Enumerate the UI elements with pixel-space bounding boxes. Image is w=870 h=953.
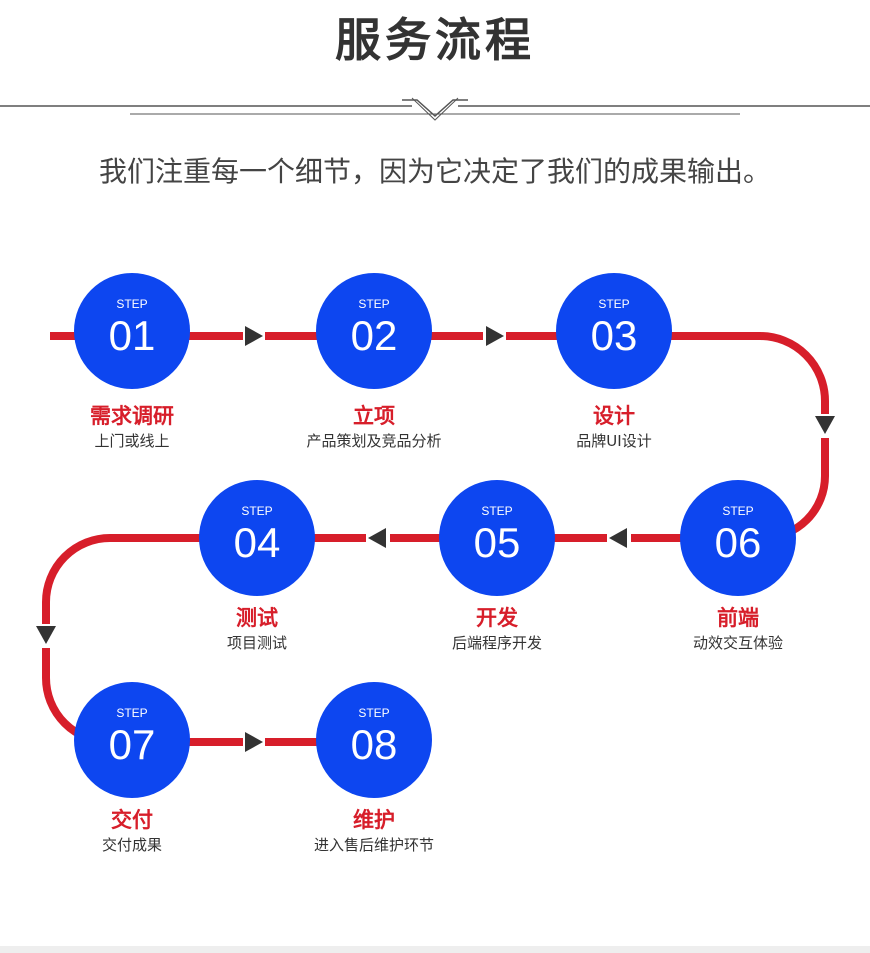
step-number: 04 [233,519,281,566]
arrow-right-icon [245,326,263,346]
step-03-circle: STEP 03 [556,273,672,389]
step-05-caption: 开发 后端程序开发 [397,604,597,654]
arrow-left-icon [609,528,627,548]
step-desc: 产品策划及竞品分析 [306,432,442,450]
step-08-circle: STEP 08 [316,682,432,798]
arrow-down-icon [815,416,835,434]
arrow-right-icon [245,732,263,752]
step-desc: 交付成果 [101,836,162,854]
step-name: 开发 [476,606,518,630]
page-subtitle: 我们注重每一个细节，因为它决定了我们的成果输出。 [98,155,771,188]
step-number: 06 [714,519,762,566]
step-number: 05 [473,519,521,566]
step-name: 交付 [111,808,153,832]
step-label: STEP [722,504,754,518]
step-02-caption: 立项 产品策划及竞品分析 [274,402,474,452]
step-06-caption: 前端 动效交互体验 [638,604,838,654]
step-number: 01 [108,312,156,359]
step-label: STEP [116,706,148,720]
step-desc: 后端程序开发 [451,634,542,652]
step-number: 08 [350,721,398,768]
step-name: 立项 [353,404,395,428]
step-01-circle: STEP 01 [74,273,190,389]
step-desc: 进入售后维护环节 [313,836,434,854]
step-07-circle: STEP 07 [74,682,190,798]
step-label: STEP [241,504,273,518]
step-label: STEP [598,297,630,311]
step-number: 02 [350,312,398,359]
step-desc: 项目测试 [226,634,287,652]
step-number: 07 [108,721,156,768]
step-03-caption: 设计 品牌UI设计 [514,402,714,452]
step-label: STEP [358,297,390,311]
step-label: STEP [116,297,148,311]
step-name: 测试 [236,606,278,630]
step-01-caption: 需求调研 上门或线上 [32,402,232,452]
step-02-circle: STEP 02 [316,273,432,389]
step-08-caption: 维护 进入售后维护环节 [274,806,474,856]
page-title: 服务流程 [335,13,535,67]
step-desc: 上门或线上 [94,432,170,450]
bottom-divider [0,946,870,953]
arrow-down-icon [36,626,56,644]
step-name: 设计 [593,404,635,428]
step-label: STEP [481,504,513,518]
step-06-circle: STEP 06 [680,480,796,596]
step-04-circle: STEP 04 [199,480,315,596]
step-number: 03 [590,312,638,359]
step-07-caption: 交付 交付成果 [32,806,232,856]
step-label: STEP [358,706,390,720]
arrow-right-icon [486,326,504,346]
step-05-circle: STEP 05 [439,480,555,596]
step-name: 前端 [717,606,759,630]
step-desc: 动效交互体验 [692,634,783,652]
title-divider [0,97,870,121]
step-name: 维护 [353,808,395,832]
arrow-left-icon [368,528,386,548]
step-name: 需求调研 [90,404,174,428]
step-04-caption: 测试 项目测试 [157,604,357,654]
step-desc: 品牌UI设计 [576,432,652,450]
